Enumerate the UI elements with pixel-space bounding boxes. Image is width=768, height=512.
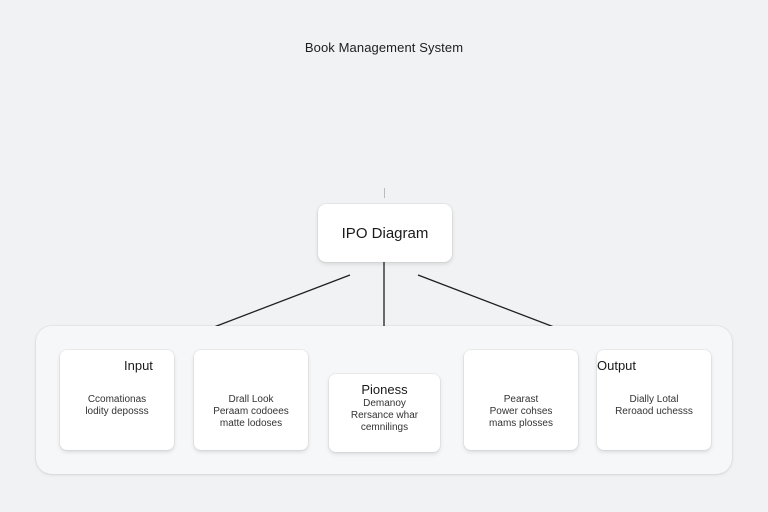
input-card-2-line-1: Drall Look: [228, 394, 274, 405]
input-card-1: Ccomationas lodity deposss: [60, 350, 174, 450]
process-line-2: Rersance whar: [350, 410, 419, 421]
input-card-1-line-2: lodity deposss: [85, 406, 149, 417]
process-card-text: Demanoy Rersance whar cemnilings: [329, 398, 440, 434]
process-card: Pioness Demanoy Rersance whar cemnilings: [329, 374, 440, 452]
ipo-diagram-box: IPO Diagram: [318, 204, 452, 262]
input-card-2-text: Drall Look Peraam codoees matte lodoses: [194, 394, 308, 430]
input-card-1-text: Ccomationas lodity deposss: [60, 394, 174, 418]
output-card-2-line-1: Dially Lotal: [629, 394, 679, 405]
output-card-1-text: Pearast Power cohses mams plosses: [464, 394, 578, 430]
process-line-3: cemnilings: [360, 422, 409, 433]
process-heading: Pioness: [361, 382, 408, 397]
output-card-1-line-3: mams plosses: [489, 418, 553, 429]
output-card-1-line-2: Power cohses: [489, 406, 553, 417]
input-card-1-line-1: Ccomationas: [87, 394, 147, 405]
input-card-2-line-3: matte lodoses: [219, 418, 283, 429]
input-card-2-line-2: Peraam codoees: [213, 406, 289, 417]
input-heading: Input: [124, 358, 153, 373]
input-card-2: Drall Look Peraam codoees matte lodoses: [194, 350, 308, 450]
output-card-2: Dially Lotal Reroaod uchesss: [597, 350, 711, 450]
connector-tick: [384, 188, 385, 198]
output-heading: Output: [597, 358, 637, 373]
output-card-2-text: Dially Lotal Reroaod uchesss: [597, 394, 711, 418]
output-card-1-line-1: Pearast: [503, 394, 539, 405]
process-line-1: Demanoy: [363, 398, 406, 409]
output-card-2-line-2: Reroaod uchesss: [615, 406, 693, 417]
ipo-diagram-label: IPO Diagram: [341, 224, 429, 242]
page-title: Book Management System: [304, 40, 464, 55]
output-card-1: Pearast Power cohses mams plosses: [464, 350, 578, 450]
